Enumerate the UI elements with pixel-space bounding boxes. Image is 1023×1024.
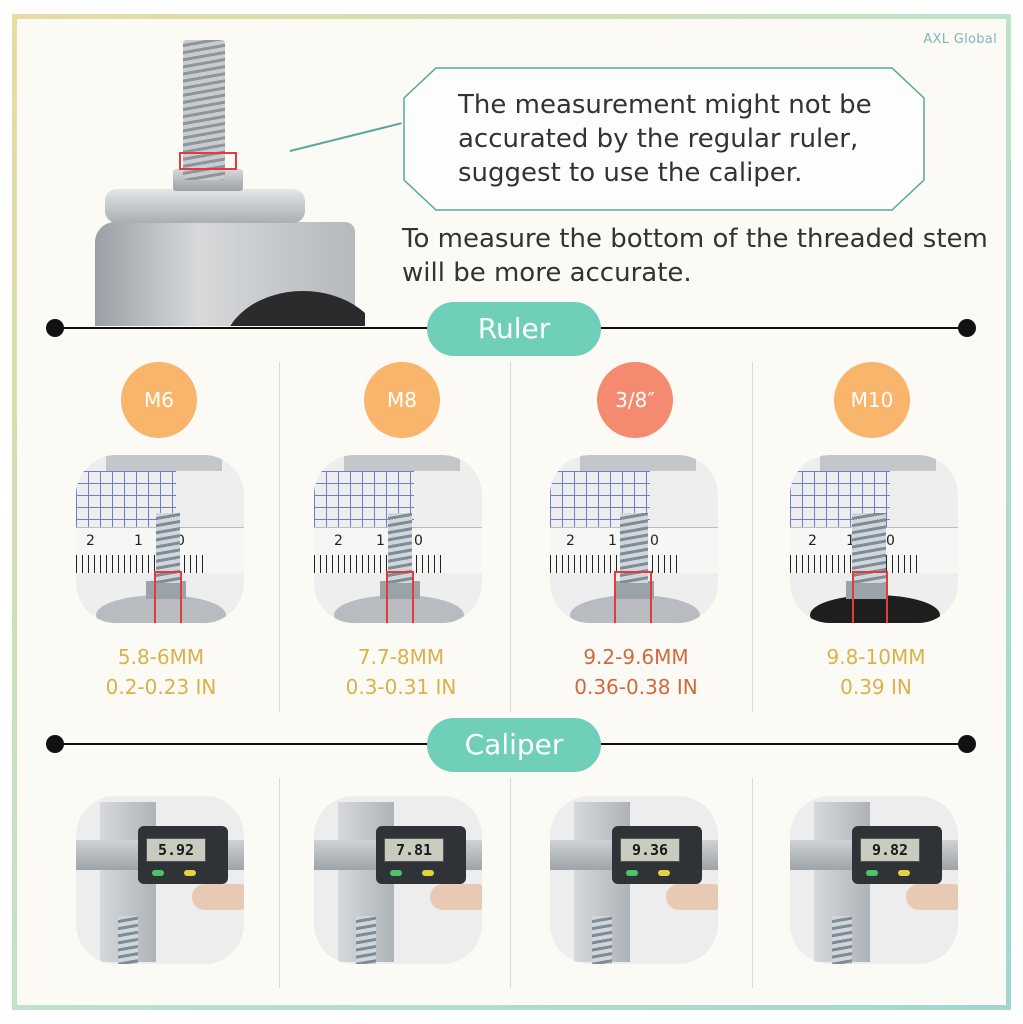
caliper-photo-m8: 7.81	[314, 796, 482, 964]
divider-dot-left	[46, 735, 64, 753]
size-mm-3-8: 9.2-9.6MM	[583, 645, 689, 669]
caliper-divider: Caliper	[46, 718, 976, 772]
ruler-section-label: Ruler	[427, 302, 601, 356]
caliper-photo-m10: 9.82	[790, 796, 958, 964]
ruler-photo-m10: 2 1 0	[790, 455, 958, 623]
size-mm-m6: 5.8-6MM	[117, 645, 205, 669]
size-inch-m8: 0.3-0.31 IN	[345, 675, 457, 699]
caliper-display-m10: 9.82	[860, 838, 920, 862]
size-badge-3-8: 3/8″	[597, 362, 673, 438]
caliper-display-m6: 5.92	[146, 838, 206, 862]
callout-line-2: accurated by the regular ruler,	[458, 124, 859, 154]
note-line-1: To measure the bottom of the threaded st…	[402, 224, 988, 254]
size-badge-m8: M8	[364, 362, 440, 438]
callout-text: The measurement might not be accurated b…	[458, 88, 898, 190]
callout-line-3: suggest to use the caliper.	[458, 158, 803, 188]
size-badge-m10: M10	[834, 362, 910, 438]
size-inch-m6: 0.2-0.23 IN	[105, 675, 217, 699]
caliper-display-3-8: 9.36	[620, 838, 680, 862]
caliper-photo-3-8: 9.36	[550, 796, 718, 964]
size-inch-m10: 0.39 IN	[840, 675, 912, 699]
divider-dot-left	[46, 319, 64, 337]
measure-note: To measure the bottom of the threaded st…	[402, 222, 1002, 290]
ruler-photo-m8: 2 1 0	[314, 455, 482, 623]
ruler-photo-3-8: 2 1 0	[550, 455, 718, 623]
brand-label: AXL Global	[923, 32, 997, 47]
ruler-divider: Ruler	[46, 302, 976, 356]
caliper-photo-m6: 5.92	[76, 796, 244, 964]
size-badge-m6: M6	[121, 362, 197, 438]
size-mm-m8: 7.7-8MM	[357, 645, 445, 669]
caliper-display-m8: 7.81	[384, 838, 444, 862]
caster-plate	[105, 189, 305, 223]
caster-illustration	[95, 36, 365, 326]
callout-line-1: The measurement might not be	[458, 90, 872, 120]
divider-dot-right	[958, 319, 976, 337]
size-mm-m10: 9.8-10MM	[826, 645, 926, 669]
caliper-section-label: Caliper	[427, 718, 601, 772]
ruler-photo-m6: 2 1 0	[76, 455, 244, 623]
note-line-2: will be more accurate.	[402, 258, 692, 288]
threaded-stem	[183, 40, 225, 180]
callout-box: The measurement might not be accurated b…	[402, 66, 926, 212]
divider-dot-right	[958, 735, 976, 753]
size-inch-3-8: 0.36-0.38 IN	[574, 675, 698, 699]
stem-measure-highlight	[179, 152, 237, 170]
